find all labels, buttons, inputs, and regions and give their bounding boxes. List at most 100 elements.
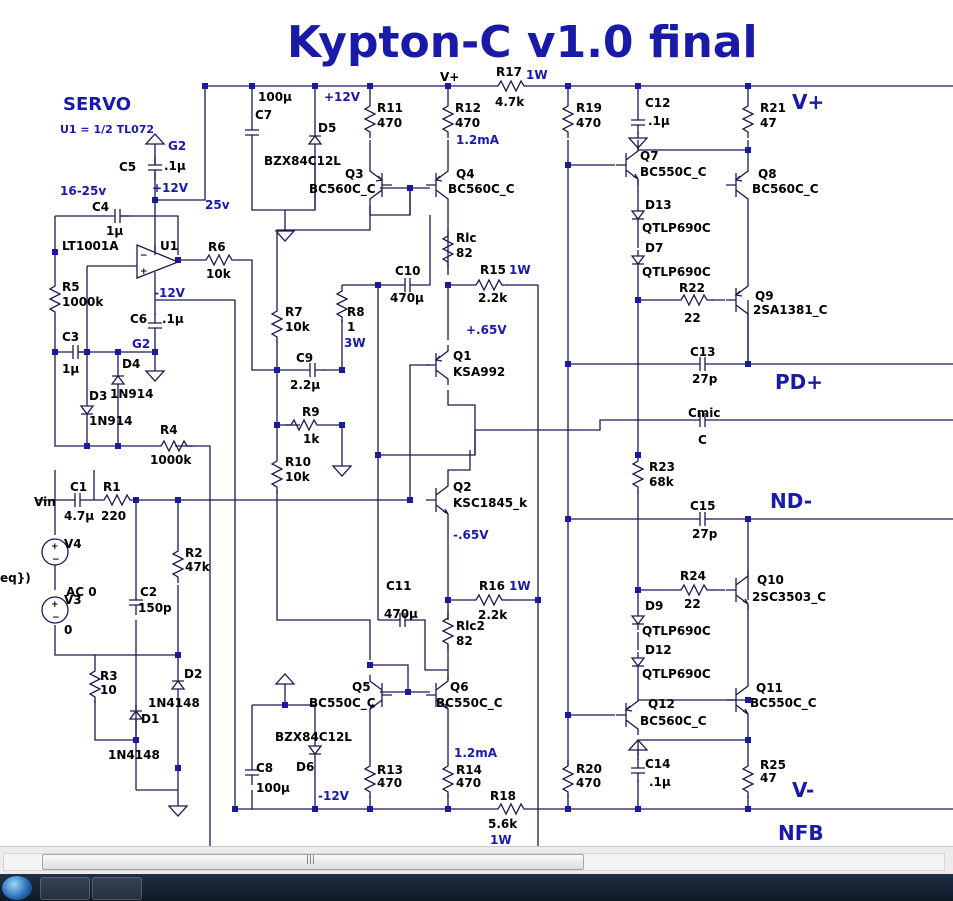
q10-value: 2SC3503_C [752,590,826,605]
q10-ref: Q10 [757,573,784,587]
r8-symbol [336,284,348,324]
v3-source-symbol: + − [41,596,69,624]
u1-opamp-symbol: − + [136,244,180,280]
ground-symbol-1 [275,224,295,242]
r4-symbol [154,440,194,452]
v3-value: AC 0 [66,585,97,599]
q1-ref: Q1 [453,349,472,363]
r4-value: 1000k [150,453,192,467]
r13-symbol [364,759,376,799]
r18-value: 5.6k [488,817,518,831]
c8-value: 100µ [256,781,290,795]
d4-value: 1N914 [110,387,153,401]
taskbar [0,874,953,901]
cmic-ref: Cmic [688,406,721,420]
c2-value: 150p [138,601,172,615]
q8-ref: Q8 [758,167,777,181]
r12-value: 470 [455,116,480,130]
c9-value: 2.2µ [290,378,320,392]
start-button-icon[interactable] [2,876,32,900]
r16-symbol [469,594,509,606]
r15-watt: 1W [509,263,531,277]
q11-value: BC550C_C [750,696,817,711]
c10-value: 470µ [390,291,424,305]
v3-ref: V3 [64,593,82,607]
c6-symbol [147,312,163,339]
r14-value: 470 [456,776,481,790]
q12-value: BC560C_C [640,714,707,729]
r2-value: 47k [185,560,211,574]
r13-value: 470 [377,776,402,790]
v4-source-symbol: + − [41,538,69,566]
c12-symbol [630,109,646,136]
c14-ref: C14 [645,757,671,771]
r5-ref: R5 [62,280,80,294]
d3-ref: D3 [89,389,107,403]
c9-ref: C9 [296,351,313,365]
d1-value: 1N4148 [108,748,160,762]
d2-ref: D2 [184,667,202,681]
r9-ref: R9 [302,405,320,419]
q9-symbol [725,279,749,321]
q2-symbol [425,479,449,521]
r7-symbol [271,304,283,344]
r10-value: 10k [285,470,311,484]
r14-ref: R14 [456,763,482,777]
r24-ref: R24 [680,569,706,583]
q6-ref: Q6 [450,680,469,694]
d3-value: 1N914 [89,414,132,428]
c3-value: 1µ [62,362,79,376]
v3-value2: 0 [64,623,72,637]
r13-ref: R13 [377,763,403,777]
svg-text:−: − [52,555,60,565]
d5-ref: D5 [318,121,336,135]
net-25v-label: 25v [205,198,230,212]
taskbar-app-2[interactable] [92,877,142,900]
current-label-top: 1.2mA [456,133,500,147]
neg12-label-vas: -12V [318,789,350,803]
r15-ref: R15 [480,263,506,277]
servo-note: U1 = 1/2 TL072 [60,123,154,136]
r10-ref: R10 [285,455,311,469]
ground-symbol-3 [168,799,188,817]
q3-value: BC560C_C [309,182,376,197]
r5-value: 1000k [62,295,104,309]
svg-text:+: + [140,267,148,277]
taskbar-app-1[interactable] [40,877,90,900]
current-label-bottom: 1.2mA [454,746,498,760]
q11-ref: Q11 [756,681,783,695]
q7-value: BC550C_C [640,165,707,180]
r17-value: 4.7k [495,95,525,109]
c12-ref: C12 [645,96,671,110]
source-expression-fragment: eq}) [0,571,31,585]
d9-ref: D9 [645,599,663,613]
c6-ref: C6 [130,312,147,326]
q4-symbol [425,164,449,206]
scrollbar-thumb[interactable] [42,854,584,870]
r2-ref: R2 [185,546,203,560]
r8-value: 1 [347,320,355,334]
q5-value: BC550C_C [309,696,376,711]
c13-ref: C13 [690,345,716,359]
r17-watt: 1W [526,68,548,82]
d2-symbol [171,674,185,696]
q12-ref: Q12 [648,697,675,711]
q9-ref: Q9 [755,289,774,303]
c11-ref: C11 [386,579,412,593]
r6-symbol [199,254,239,266]
c6-value: .1µ [162,312,184,326]
horizontal-scrollbar[interactable]: ||| [0,846,953,875]
c8-ref: C8 [256,761,273,775]
r22-ref: R22 [679,281,705,295]
r11-symbol [364,99,376,139]
g2-label-bottom: G2 [132,337,150,351]
q2-ref: Q2 [453,480,472,494]
c15-symbol [689,511,716,527]
d4-ref: D4 [122,357,140,371]
d13-value: QTLP690C [642,221,711,235]
d6-ref: D6 [296,760,314,774]
d6-value: BZX84C12L [275,730,352,744]
d9-value: QTLP690C [642,624,711,638]
svg-text:−: − [140,251,148,261]
c11-value: 470µ [384,607,418,621]
